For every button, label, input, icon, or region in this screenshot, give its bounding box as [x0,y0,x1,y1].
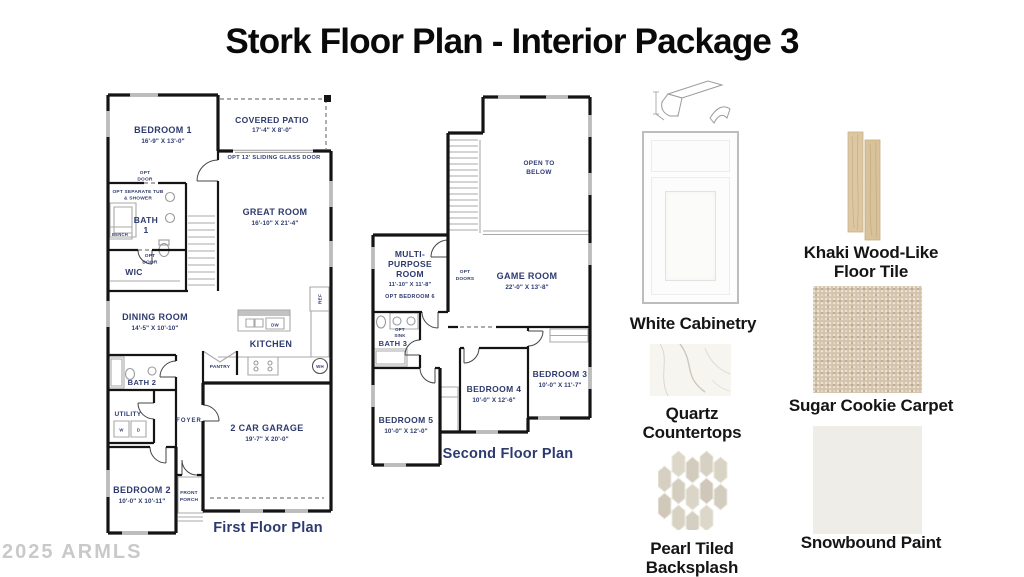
dining-label: DINING ROOM [122,312,188,322]
great-room-dims: 16'-10" X 21'-4" [252,220,299,227]
bedroom5-dims: 10'-0" X 12'-0" [384,428,427,435]
opt-sink-line2: SINK [394,333,406,338]
dw-label: DW [271,323,279,328]
sliding-door-gap [233,148,313,154]
dining-dims: 14'-5" X 10'-10" [132,325,179,332]
page-title: Stork Floor Plan - Interior Package 3 [225,22,799,61]
opt-sink-line1: OPT [395,327,405,332]
multipurpose-line3: ROOM [396,269,424,279]
bedroom1-dims: 16'-9" X 13'-0" [141,138,184,145]
great-room-label: GREAT ROOM [243,207,308,217]
sugar-cookie-carpet-swatch [813,286,922,393]
covered-patio-dims: 17'-4" X 8'-0" [252,127,292,134]
wic-label: WIC [125,267,143,277]
interior-walls [373,235,590,432]
bedroom3-dims: 10'-0" X 11'-7" [538,382,581,389]
quartz-label-line1: Quartz [665,404,719,423]
sugar-cookie-carpet-label: Sugar Cookie Carpet [788,396,954,415]
bath1-label-line1: BATH [134,215,158,225]
opt-doors-line2: DOORS [456,276,475,282]
fixture-lines [107,202,331,522]
crown-molding-icon [653,80,731,124]
fixture-lines [373,139,590,434]
multipurpose-dims: 11'-10" X 11'-8" [389,282,432,288]
quartz-countertops-swatch [650,344,731,396]
first-floor-plan: BEDROOM 1 16'-9" X 13'-0" COVERED PATIO … [106,93,333,536]
interior-walls [108,151,239,477]
garage-dims: 19'-7" X 20'-0" [245,436,288,443]
sliding-door-lines [233,149,313,153]
bedroom4-dims: 10'-0" X 12'-6" [472,397,515,404]
bedroom4-label: BEDROOM 4 [467,384,522,394]
pantry-label: PANTRY [210,364,231,370]
opt-bedroom6-label: OPT BEDROOM 6 [385,294,435,300]
dashed-lines [447,263,494,328]
front-porch-line1: FRONT [180,490,198,496]
khaki-wood-tile-label: Khaki Wood-Like Floor Tile [788,243,954,281]
open-to-below-line1: OPEN TO [523,160,554,167]
bath2-label: BATH 2 [128,378,157,387]
second-floor-plan: OPEN TO BELOW MULTI- PURPOSE ROOM 11'-10… [371,95,592,467]
foyer-label: FOYER [176,418,202,424]
covered-patio-label: COVERED PATIO [235,115,309,125]
door-arcs [137,159,220,476]
first-floor-caption: First Floor Plan [213,520,323,536]
bedroom2-label: BEDROOM 2 [113,485,171,495]
opt-tub-line2: & SHOWER [124,196,152,202]
opt-door2-line2: DOOR [142,260,158,266]
bedroom3-label: BEDROOM 3 [533,369,588,379]
multipurpose-line1: MULTI- [395,249,425,259]
ref-label: REF [318,294,324,304]
multipurpose-line2: PURPOSE [388,259,432,269]
bedroom2-dims: 10'-0" X 10'-11" [119,498,166,505]
khaki-label-line1: Khaki Wood-Like [803,243,939,262]
pearl-label-line2: Backsplash [645,558,739,577]
quartz-countertops-label: Quartz Countertops [621,404,763,442]
door-arcs [404,239,544,384]
pearl-tiled-backsplash-label: Pearl Tiled Backsplash [611,539,773,577]
bedroom1-label: BEDROOM 1 [134,125,192,135]
bath1-label-line2: 1 [143,225,148,235]
kitchen-label: KITCHEN [250,339,292,349]
armls-watermark: 2025 ARMLS [2,541,143,563]
khaki-label-line2: Floor Tile [833,262,909,281]
opt-door2-line1: OPT [145,253,155,259]
quartz-label-line2: Countertops [642,423,742,442]
snowbound-paint-swatch [813,426,922,534]
pearl-tiled-backsplash-swatch [658,450,728,530]
game-room-dims: 22'-0" X 13'-8" [505,284,548,291]
open-to-below-line2: BELOW [526,169,552,176]
utility-label: UTILITY [114,411,141,418]
opt-door1-line1: OPT [140,170,150,176]
island-countertop-bar [238,310,290,316]
wh-label: WH [316,364,324,369]
opt-door1-line2: DOOR [137,177,153,183]
cabinet-drawer-panel [651,140,730,172]
sliding-door-label: OPT 12' SLIDING GLASS DOOR [227,155,320,161]
opt-doors-line1: OPT [460,269,470,275]
game-room-label: GAME ROOM [497,271,558,281]
patio-corner-post [324,95,331,102]
cabinet-inner-panel [665,191,716,281]
bench-label: BENCH [112,232,128,237]
windows [371,95,592,467]
bath-fixtures [375,315,416,329]
front-porch-line2: PORCH [180,497,199,503]
opt-tub-line1: OPT SEPARATE TUB [113,189,164,195]
second-floor-caption: Second Floor Plan [443,446,574,462]
garage-label: 2 CAR GARAGE [230,423,303,433]
cabinet-door-panel [651,177,730,295]
khaki-wood-tile-swatch [847,131,881,241]
windows [106,93,333,535]
bedroom5-label: BEDROOM 5 [379,415,434,425]
exterior-walls [371,95,592,467]
dryer-label: D [137,428,140,433]
snowbound-paint-label: Snowbound Paint [800,533,942,552]
pearl-label-line1: Pearl Tiled [650,539,734,558]
white-cabinetry-swatch [642,131,739,304]
bath3-label: BATH 3 [379,339,408,348]
dashed-lines [138,98,327,499]
washer-label: W [119,428,123,433]
white-cabinetry-label: White Cabinetry [629,314,757,333]
